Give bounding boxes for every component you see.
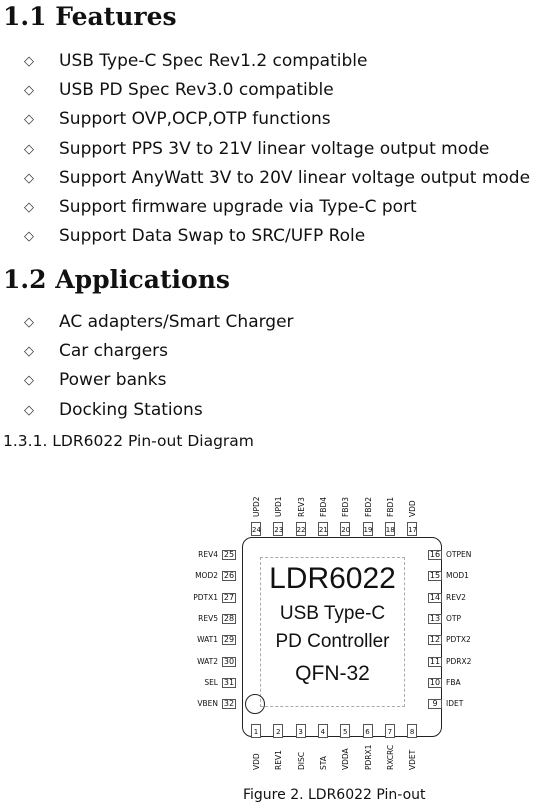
pin-number: 27 — [222, 592, 236, 603]
pin-number: 28 — [222, 613, 236, 624]
chip-line-2: USB Type-C — [279, 603, 386, 624]
feature-text: USB PD Spec Rev3.0 compatible — [59, 80, 334, 101]
diamond-bullet-icon: ◇ — [24, 83, 34, 99]
chip-package-type: QFN-32 — [295, 662, 370, 685]
feature-text: USB Type-C Spec Rev1.2 compatible — [59, 51, 368, 71]
pin-label: IDET — [446, 699, 464, 709]
pin-number: 20 — [340, 522, 351, 536]
pin-label: UPD1 — [274, 496, 284, 517]
pin-number: 18 — [384, 522, 395, 536]
pin-number: 1 — [251, 724, 261, 738]
feature-text: Support OVP,OCP,OTP functions — [59, 109, 331, 130]
pin-number: 5 — [340, 724, 351, 738]
pin-label: OTPEN — [446, 550, 472, 559]
pin-label: WAT1 — [197, 635, 218, 645]
chip-line-3: PD Controller — [275, 631, 390, 652]
pin-label: VDDA — [341, 748, 351, 770]
chip-die-outline — [260, 557, 405, 707]
chip-part-number: LDR6022 — [269, 562, 396, 595]
pin-number: 29 — [222, 635, 236, 646]
pin-label: FBA — [446, 677, 461, 687]
pin-number: 3 — [295, 724, 306, 738]
pin-label: FBD2 — [363, 496, 373, 517]
pin-number: 30 — [222, 656, 236, 667]
pin-label: REV3 — [296, 497, 306, 517]
pin-label: WAT2 — [197, 656, 218, 666]
pin-label: MOD2 — [195, 571, 218, 581]
pin-number: 10 — [428, 677, 442, 688]
pin-label: UPD2 — [252, 496, 261, 517]
feature-text: Support PPS 3V to 21V linear voltage out… — [59, 138, 490, 159]
figure-caption: Figure 2. LDR6022 Pin-out — [243, 787, 426, 803]
application-text: Car chargers — [59, 341, 169, 362]
diamond-bullet-icon: ◇ — [24, 344, 34, 360]
pin-label: VBEN — [197, 699, 218, 709]
pin-number: 11 — [428, 656, 442, 667]
diamond-bullet-icon: ◇ — [24, 402, 34, 418]
pin-label: REV4 — [198, 550, 218, 559]
pin-label: VDET — [408, 749, 418, 770]
pin-number: 4 — [317, 724, 328, 738]
pin-number: 13 — [428, 613, 442, 624]
pin-number: 24 — [251, 522, 261, 536]
pin-number: 2 — [273, 724, 284, 738]
chip-package — [242, 537, 442, 737]
pin-label: FBD4 — [318, 496, 328, 517]
pin-label: REV5 — [198, 613, 218, 623]
pin-number: 25 — [222, 550, 236, 560]
pin-label: DISC — [296, 752, 306, 770]
pin-number: 22 — [295, 522, 306, 536]
pin-number: 6 — [362, 724, 373, 738]
diamond-bullet-icon: ◇ — [24, 54, 34, 69]
pin-label: OTP — [446, 613, 462, 623]
pin-label: FBD1 — [385, 496, 395, 517]
feature-text: Support firmware upgrade via Type-C port — [59, 196, 417, 217]
pin-label: PDRX1 — [363, 744, 373, 770]
feature-text: Support Data Swap to SRC/UFP Role — [59, 226, 366, 247]
pin-number: 31 — [222, 677, 236, 688]
pin-number: 7 — [384, 724, 395, 738]
pin-label: STA — [318, 756, 328, 770]
pin-number: 17 — [407, 522, 418, 536]
pinout-heading: 1.3.1. LDR6022 Pin-out Diagram — [3, 432, 254, 450]
pin-number: 12 — [428, 635, 442, 646]
pin-number: 21 — [317, 522, 328, 536]
features-heading: 1.1 Features — [3, 2, 177, 31]
diamond-bullet-icon: ◇ — [24, 170, 34, 186]
pin1-marker-icon — [245, 694, 265, 714]
application-text: AC adapters/Smart Charger — [59, 312, 294, 332]
pin-label: PDTX1 — [193, 592, 218, 602]
pin-number: 32 — [222, 699, 236, 710]
diamond-bullet-icon: ◇ — [24, 315, 34, 330]
diamond-bullet-icon: ◇ — [24, 112, 34, 128]
pin-label: PDTX2 — [446, 635, 471, 645]
diamond-bullet-icon: ◇ — [24, 141, 34, 157]
applications-heading: 1.2 Applications — [3, 265, 230, 294]
pin-number: 8 — [407, 724, 418, 738]
application-text: Docking Stations — [59, 399, 203, 420]
diamond-bullet-icon: ◇ — [24, 373, 34, 389]
pin-label: RXCRC — [385, 744, 395, 770]
pin-label: PDRX2 — [446, 656, 472, 666]
diamond-bullet-icon: ◇ — [24, 199, 34, 215]
pin-number: 15 — [428, 571, 442, 582]
pin-label: SEL — [204, 677, 218, 687]
pin-number: 14 — [428, 592, 442, 603]
pin-number: 19 — [362, 522, 373, 536]
pin-label: REV1 — [274, 750, 284, 770]
pin-number: 26 — [222, 571, 236, 582]
pin-number: 9 — [428, 699, 442, 710]
pin-label: VDD — [408, 500, 418, 517]
application-text: Power banks — [59, 370, 167, 391]
feature-text: Support AnyWatt 3V to 20V linear voltage… — [59, 167, 531, 188]
pin-number: 16 — [428, 550, 442, 560]
pin-number: 23 — [273, 522, 284, 536]
pin-label: REV2 — [446, 592, 466, 602]
pin-label: MOD1 — [446, 571, 469, 581]
pin-label: VDD — [252, 753, 261, 770]
diamond-bullet-icon: ◇ — [24, 229, 34, 245]
pin-label: FBD3 — [341, 496, 351, 517]
